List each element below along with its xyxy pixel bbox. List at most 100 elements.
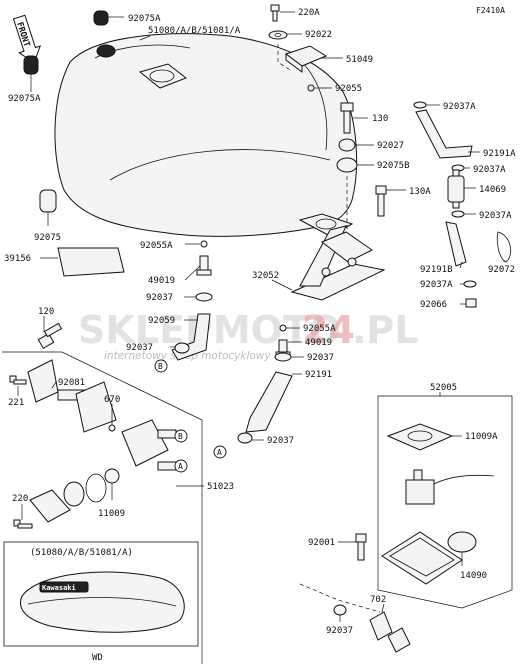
figure-code: F2410A <box>476 6 505 15</box>
screw-221 <box>9 375 27 385</box>
watermark-accent: 24 <box>302 308 355 352</box>
clamp-92037-5 <box>333 604 347 616</box>
label-120: 120 <box>38 307 54 317</box>
label-11009: 11009 <box>98 509 125 519</box>
bolt-130 <box>340 102 354 134</box>
lead-dash-pump <box>299 583 381 613</box>
label-92037-3: 92037 <box>307 353 334 363</box>
watermark: SKLEPMOTO 24 .PL internetowy sklep motoc… <box>78 308 419 362</box>
lead-dash-cap <box>277 44 291 71</box>
label-92037-5: 92037 <box>326 626 353 636</box>
label-92191b: 92191B <box>420 265 453 275</box>
label-11009a: 11009A <box>465 432 498 442</box>
label-221: 221 <box>8 398 24 408</box>
label-92059: 92059 <box>148 316 175 326</box>
pump-body <box>405 469 495 505</box>
fuel-tank <box>54 33 358 237</box>
inset-box <box>3 541 199 647</box>
callout-b-2: B <box>174 429 188 443</box>
petcock-body <box>27 359 177 471</box>
label-92037a-3: 92037A <box>479 211 512 221</box>
bolt-130a <box>375 185 387 217</box>
label-130: 130 <box>372 114 388 124</box>
lever-cover <box>29 481 85 523</box>
label-92081: 92081 <box>58 378 85 388</box>
label-92075: 92075 <box>34 233 61 243</box>
label-39156: 39156 <box>4 254 31 264</box>
label-92001: 92001 <box>308 538 335 548</box>
clamp-92037a-4 <box>463 280 477 288</box>
label-92075a-left: 92075A <box>8 94 41 104</box>
callout-a-2: A <box>213 445 227 459</box>
label-92027: 92027 <box>377 141 404 151</box>
label-92191: 92191 <box>305 370 332 380</box>
pump-box-52005 <box>377 395 513 609</box>
hose-92191b <box>445 221 467 267</box>
label-220a: 220A <box>298 8 320 18</box>
label-14069: 14069 <box>479 185 506 195</box>
label-92037a-4: 92037A <box>420 280 453 290</box>
breather-51049 <box>284 45 328 73</box>
front-label: FRONT <box>14 21 31 48</box>
clip-92066 <box>465 298 477 308</box>
part-labels: 92075A 51080/A/B/51081/A 92075A 220A 920… <box>4 8 516 663</box>
label-wd: WD <box>92 653 103 663</box>
clip-92055 <box>307 84 315 92</box>
label-14090: 14090 <box>460 571 487 581</box>
screw-220 <box>13 519 33 529</box>
svg-text:B: B <box>178 432 183 441</box>
hose-92191a <box>415 109 473 159</box>
label-51080-inset: (51080/A/B/51081/A) <box>30 548 133 558</box>
oring-92055a-1 <box>200 240 208 248</box>
label-92022: 92022 <box>305 30 332 40</box>
watermark-tld: .PL <box>352 308 419 352</box>
bolt-220a <box>270 4 280 22</box>
svg-text:B: B <box>158 362 163 371</box>
label-702: 702 <box>370 595 386 605</box>
inset-tank: Kawasaki <box>20 571 185 633</box>
label-92037a-1: 92037A <box>443 102 476 112</box>
label-92066: 92066 <box>420 300 447 310</box>
label-92075a-top: 92075A <box>128 14 161 24</box>
clamp-92037-3 <box>274 352 292 362</box>
label-51080: 51080/A/B/51081/A <box>148 26 241 36</box>
label-51049: 51049 <box>346 55 373 65</box>
label-130a: 130A <box>409 187 431 197</box>
label-49019-2: 49019 <box>305 338 332 348</box>
grommet-92075a-top <box>93 10 109 26</box>
gasket-ring <box>85 473 107 503</box>
hose-92191 <box>245 371 293 433</box>
label-92191a: 92191A <box>483 149 516 159</box>
label-51023: 51023 <box>207 482 234 492</box>
washer-92027 <box>338 138 356 152</box>
washer-92022 <box>268 30 288 40</box>
label-92055a-2: 92055A <box>303 324 336 334</box>
fitting-49019-1 <box>196 255 212 276</box>
tank-logo-text: Kawasaki <box>42 584 76 592</box>
clamp-92037-2 <box>174 342 190 354</box>
label-92072: 92072 <box>488 265 515 275</box>
label-670: 670 <box>104 395 120 405</box>
pad-39156 <box>57 247 125 277</box>
label-92037-2: 92037 <box>126 343 153 353</box>
flange-11009a <box>386 423 454 451</box>
clamp-92037a-1 <box>413 101 427 109</box>
label-92075b: 92075B <box>377 161 410 171</box>
bracket-32052 <box>290 225 386 301</box>
assembly-box-51023 <box>2 351 203 664</box>
clamp-92072 <box>496 231 512 263</box>
damper-92075 <box>39 189 57 213</box>
label-92055a-1: 92055A <box>140 241 173 251</box>
label-220: 220 <box>12 494 28 504</box>
gasket-11009 <box>104 468 120 484</box>
filter-14069 <box>447 169 465 209</box>
oring-670 <box>108 424 116 432</box>
pump-motor <box>447 531 477 553</box>
label-92037-1: 92037 <box>146 293 173 303</box>
oring-92055a-2 <box>279 324 287 332</box>
callout-b-1: B <box>154 359 168 373</box>
hose-702 <box>369 611 411 653</box>
label-92037-4: 92037 <box>267 436 294 446</box>
label-52005: 52005 <box>430 383 457 393</box>
